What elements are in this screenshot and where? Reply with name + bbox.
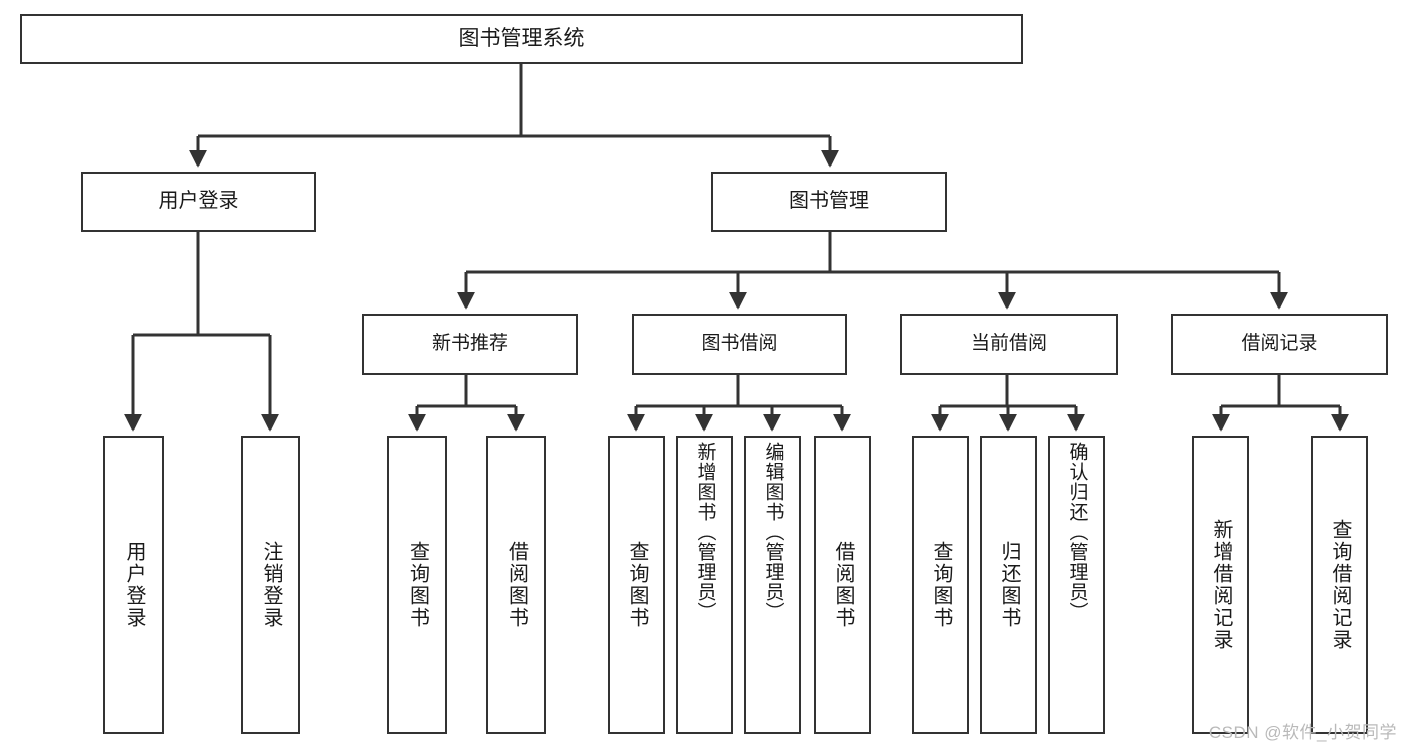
node-leaf-user-login[interactable]: 用户登录 [103,436,164,734]
node-leaf-add-book[interactable]: 新增图书（管理员） [676,436,733,734]
node-leaf-query-book-2[interactable]: 查询图书 [608,436,665,734]
node-book-borrow[interactable]: 图书借阅 [632,314,847,375]
node-leaf-query-book-1[interactable]: 查询图书 [387,436,447,734]
node-leaf-query-book-3-label: 查询图书 [930,541,952,629]
node-leaf-return-book-label: 归还图书 [998,541,1020,629]
node-leaf-add-record-label: 新增借阅记录 [1210,519,1232,651]
node-leaf-borrow-book-1-label: 借阅图书 [505,541,528,629]
node-leaf-add-book-label: 新增图书（管理员） [694,442,716,622]
node-new-book-rec-label: 新书推荐 [431,333,508,355]
node-leaf-borrow-book-1[interactable]: 借阅图书 [486,436,546,734]
node-book-borrow-label: 图书借阅 [701,333,778,355]
node-current-borrow[interactable]: 当前借阅 [900,314,1118,375]
node-borrow-record-label: 借阅记录 [1241,333,1318,355]
node-book-manage-label: 图书管理 [789,190,869,213]
node-leaf-user-logout-label: 注销登录 [260,541,282,629]
node-leaf-query-book-2-label: 查询图书 [626,541,648,629]
node-user-login-label: 用户登录 [158,190,239,213]
node-leaf-edit-book[interactable]: 编辑图书（管理员） [744,436,801,734]
node-leaf-query-book-1-label: 查询图书 [406,541,429,629]
node-leaf-confirm-return[interactable]: 确认归还（管理员） [1048,436,1105,734]
node-root-label: 图书管理系统 [458,26,585,50]
watermark-text: CSDN @软件_小贺同学 [1208,723,1397,742]
node-leaf-query-record-label: 查询借阅记录 [1329,519,1351,651]
node-leaf-confirm-return-label: 确认归还（管理员） [1066,442,1088,622]
node-leaf-user-logout[interactable]: 注销登录 [241,436,300,734]
node-new-book-rec[interactable]: 新书推荐 [362,314,578,375]
node-leaf-add-record[interactable]: 新增借阅记录 [1192,436,1249,734]
node-leaf-edit-book-label: 编辑图书（管理员） [762,442,784,622]
node-leaf-borrow-book-2[interactable]: 借阅图书 [814,436,871,734]
node-leaf-user-login-label: 用户登录 [123,541,145,629]
node-root[interactable]: 图书管理系统 [20,14,1023,64]
node-leaf-borrow-book-2-label: 借阅图书 [832,541,854,629]
node-book-manage[interactable]: 图书管理 [711,172,947,232]
node-leaf-query-book-3[interactable]: 查询图书 [912,436,969,734]
node-leaf-return-book[interactable]: 归还图书 [980,436,1037,734]
node-leaf-query-record[interactable]: 查询借阅记录 [1311,436,1368,734]
node-current-borrow-label: 当前借阅 [970,333,1047,355]
node-borrow-record[interactable]: 借阅记录 [1171,314,1388,375]
node-user-login[interactable]: 用户登录 [81,172,316,232]
